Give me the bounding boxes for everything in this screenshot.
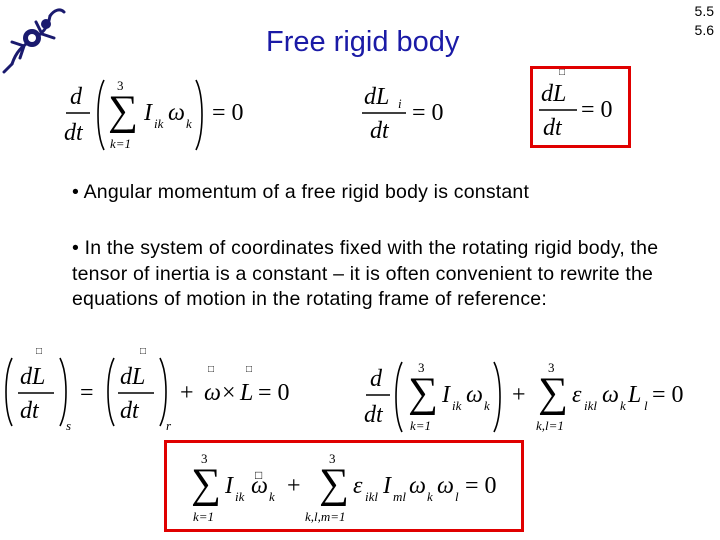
eq6-omega-sub: k	[269, 489, 275, 504]
eq5-omega-2: ω	[602, 382, 619, 408]
eq5-L: L	[627, 382, 641, 408]
eq5-plus: +	[512, 382, 526, 408]
eq4-plus: +	[180, 380, 194, 406]
bullet-angular-momentum: • Angular momentum of a free rigid body …	[72, 181, 530, 203]
eq1-sum-bottom: k=1	[110, 136, 131, 151]
eq6-eps: ε	[353, 473, 363, 499]
eq5-omega2-sub: k	[620, 398, 626, 413]
eq5-sum-top: 3	[418, 360, 425, 375]
eq3-den: dt	[543, 115, 563, 141]
eq4-vector-mark-4: □	[246, 364, 252, 375]
eq5-omega-sub: k	[484, 398, 490, 413]
eq5-sigma: ∑	[408, 370, 438, 416]
eq6-omega-2: ω	[409, 473, 426, 499]
lizard-logo	[2, 2, 70, 74]
eq5-sigma-2: ∑	[538, 370, 568, 416]
eq5-dt: dt	[364, 402, 384, 428]
eq4-vector-mark-2: □	[140, 346, 146, 357]
eq6-sum2-bottom: k,l,m=1	[305, 509, 346, 524]
eq5-sum2-bottom: k,l=1	[536, 418, 564, 433]
eq1-omega-sub: k	[186, 116, 192, 131]
eq6-omega: ω	[251, 473, 268, 499]
highlight-box-dL-dt: dL □ dt = 0	[530, 66, 631, 148]
eq6-omega3-sub: l	[455, 489, 459, 504]
eq1-dt: dt	[64, 120, 84, 146]
eq5-L-sub: l	[644, 398, 648, 413]
eq4-equals: =	[80, 380, 94, 406]
eq6-I2-sub: ml	[393, 489, 406, 504]
eq6-sigma: ∑	[191, 461, 221, 507]
eq4-vector-mark-1: □	[36, 346, 42, 357]
eq4-sub-r: r	[166, 418, 172, 433]
eq1-sigma: ∑	[108, 88, 138, 134]
eq4-den-left: dt	[20, 398, 40, 424]
eq4-rhs: = 0	[258, 380, 290, 406]
eq6-I-sub: ik	[235, 489, 245, 504]
slide-number: 5.5 5.6	[695, 2, 714, 40]
eq2-rhs: = 0	[412, 100, 444, 126]
eq6-omega-3: ω	[437, 473, 454, 499]
eq6-dot-mark: □	[255, 468, 262, 482]
eq3-rhs: = 0	[581, 97, 613, 123]
page-title: Free rigid body	[266, 26, 460, 58]
eq1-I-sub: ik	[154, 116, 164, 131]
eq1-sum-top: 3	[117, 78, 124, 93]
eq1-rhs: = 0	[212, 100, 244, 126]
eq6-sigma-2: ∑	[319, 461, 349, 507]
eq5-I-sub: ik	[452, 398, 462, 413]
slide-number-2: 5.6	[694, 22, 714, 38]
eq6-rhs: = 0	[465, 473, 497, 499]
eq6-eps-sub: ikl	[365, 489, 378, 504]
eq4-num-right: dL	[120, 364, 145, 390]
eq4-num-left: dL	[20, 364, 45, 390]
equation-frame-transform: □ dL dt s = □ dL dt r + □ ω × □ L = 0	[0, 346, 320, 436]
eq1-omega: ω	[168, 100, 185, 126]
eq4-omega: ω	[204, 380, 221, 406]
eq5-I: I	[441, 382, 451, 408]
eq5-sum2-top: 3	[548, 360, 555, 375]
eq5-sum-bottom: k=1	[410, 418, 431, 433]
eq2-num: dL	[364, 84, 389, 110]
eq4-den-right: dt	[120, 398, 140, 424]
eq1-I: I	[143, 100, 153, 126]
highlight-box-euler-equation: 3 ∑ k=1 I ik □ ω k + 3 ∑ k,l,m=1 ε ikl I…	[164, 440, 524, 532]
eq5-omega: ω	[466, 382, 483, 408]
eq3-num: dL	[541, 81, 566, 107]
eq4-cross: ×	[222, 380, 236, 406]
bullet-rotating-frame: • In the system of coordinates fixed wit…	[72, 237, 659, 310]
eq6-sum-top: 3	[201, 451, 208, 466]
equation-body-frame: d dt 3 ∑ k=1 I ik ω k + 3 ∑ k,l=1 ε ikl …	[362, 356, 702, 436]
equation-sum-derivative: d dt 3 ∑ k=1 I ik ω k = 0	[60, 76, 270, 154]
eq6-sum-bottom: k=1	[193, 509, 214, 524]
eq6-plus: +	[287, 473, 301, 499]
eq2-num-sub: i	[398, 96, 402, 111]
slide-number-1: 5.5	[694, 3, 714, 19]
eq5-eps-sub: ikl	[584, 398, 597, 413]
eq5-rhs: = 0	[652, 382, 684, 408]
eq5-d: d	[370, 366, 383, 392]
eq4-vector-mark-3: □	[208, 364, 214, 375]
eq3-vector-mark: □	[559, 69, 565, 78]
eq2-den: dt	[370, 118, 390, 144]
equation-dLi-dt: dL i dt = 0	[360, 76, 460, 146]
eq6-I2: I	[382, 473, 392, 499]
eq5-eps: ε	[572, 382, 582, 408]
eq1-d: d	[70, 84, 83, 110]
eq6-I: I	[224, 473, 234, 499]
eq6-sum2-top: 3	[329, 451, 336, 466]
eq6-omega2-sub: k	[427, 489, 433, 504]
eq4-L: L	[239, 380, 253, 406]
eq4-sub-s: s	[66, 418, 71, 433]
